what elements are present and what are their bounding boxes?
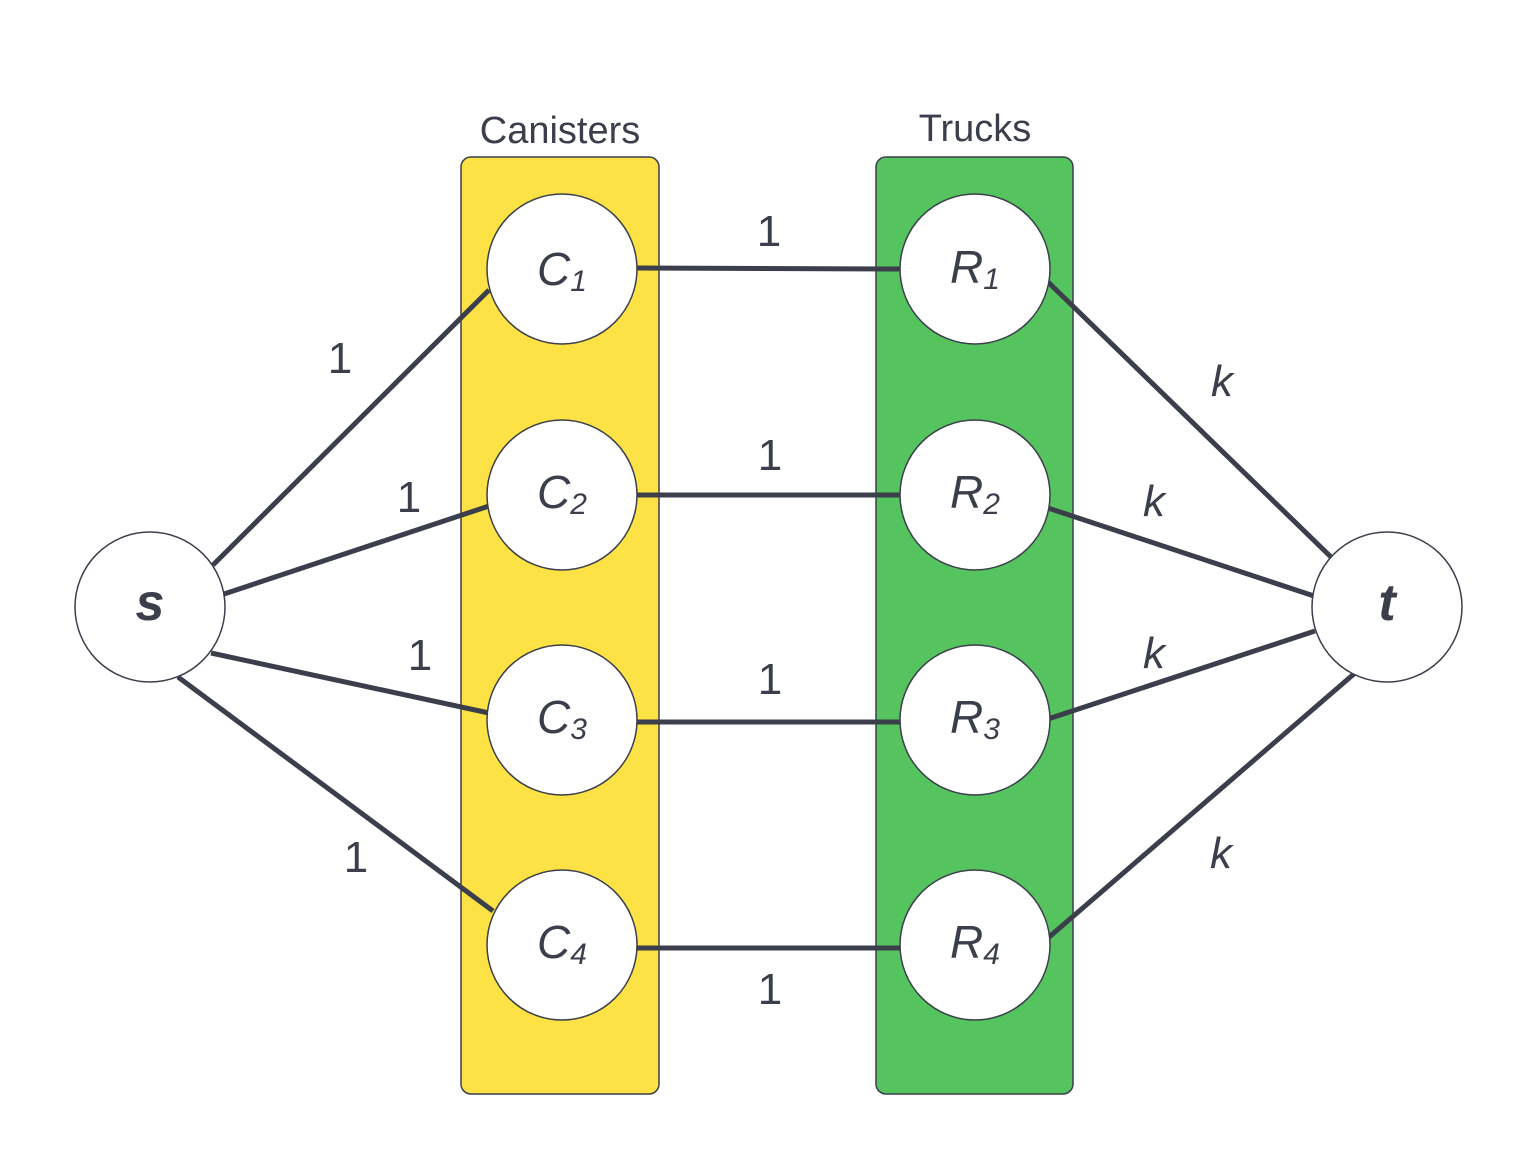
canister-node-4 xyxy=(486,869,638,1021)
source-label: s xyxy=(136,574,165,632)
truck-label-4: R4 xyxy=(950,916,1000,971)
capacity-r1-t: k xyxy=(1211,357,1235,406)
edge-r4-t xyxy=(1046,671,1357,940)
capacity-c3-r3: 1 xyxy=(758,655,782,704)
edge-r2-t xyxy=(1047,505,1315,599)
edge-c1-r1 xyxy=(635,265,902,272)
canister-label-2: C2 xyxy=(537,466,587,521)
sink-label: t xyxy=(1378,574,1398,632)
truck-label-1: R1 xyxy=(950,241,1000,296)
capacity-s-c2: 1 xyxy=(397,473,421,522)
edge-s-c2 xyxy=(223,503,490,597)
edge-s-c3 xyxy=(210,650,490,716)
capacity-s-c1: 1 xyxy=(328,334,352,383)
capacity-c2-r2: 1 xyxy=(758,431,782,480)
capacity-s-c3: 1 xyxy=(408,631,432,680)
truck-node-2 xyxy=(899,419,1051,571)
canisters-group xyxy=(460,156,660,1095)
canister-node-1 xyxy=(486,193,638,345)
trucks-title: Trucks xyxy=(919,108,1032,150)
capacity-r3-t: k xyxy=(1143,629,1167,678)
truck-node-1 xyxy=(899,193,1051,345)
source-node xyxy=(74,531,226,683)
canister-node-2 xyxy=(486,419,638,571)
truck-node-4 xyxy=(899,869,1051,1021)
canister-label-4: C4 xyxy=(537,916,587,971)
capacity-c1-r1: 1 xyxy=(757,207,781,256)
canister-node-3 xyxy=(486,644,638,796)
capacity-c4-r4: 1 xyxy=(758,965,782,1014)
canisters-title: Canisters xyxy=(480,110,641,152)
capacity-r4-t: k xyxy=(1210,829,1234,878)
canister-label-1: C1 xyxy=(537,243,587,298)
trucks-group xyxy=(875,156,1074,1095)
truck-label-3: R3 xyxy=(950,691,1000,746)
sink-node xyxy=(1311,531,1463,683)
truck-node-3 xyxy=(899,644,1051,796)
truck-label-2: R2 xyxy=(950,466,1000,521)
edge-r1-t xyxy=(1046,280,1333,559)
edge-r3-t xyxy=(1047,628,1316,722)
edge-s-c1 xyxy=(211,288,491,567)
canister-label-3: C3 xyxy=(537,691,587,746)
edge-s-c4 xyxy=(176,674,495,914)
capacity-r2-t: k xyxy=(1143,477,1167,526)
capacity-s-c4: 1 xyxy=(344,833,368,882)
